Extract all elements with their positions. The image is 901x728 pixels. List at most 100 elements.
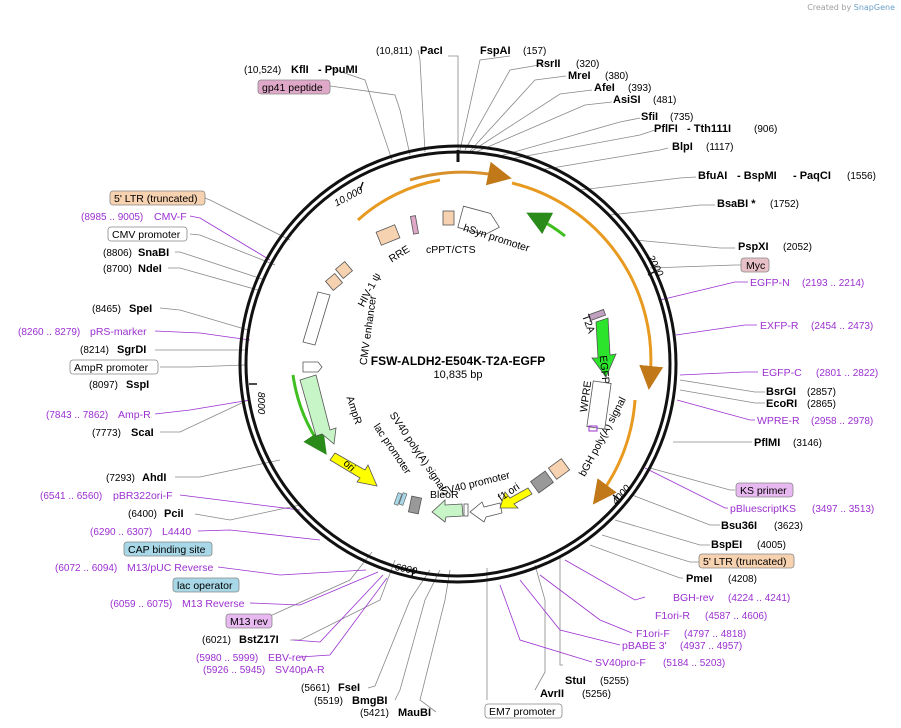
svg-text:EcoRI: EcoRI: [766, 398, 797, 410]
label-maubi: (5421) MauBI: [360, 707, 431, 719]
svg-text:(5980 .. 5999): (5980 .. 5999): [196, 653, 258, 664]
svg-text:CMV-F: CMV-F: [154, 211, 187, 223]
label-scai: (7773) ScaI: [92, 427, 154, 439]
svg-text:(2958 .. 2978): (2958 .. 2978): [811, 416, 873, 427]
label-bspei: BspEI (4005): [711, 539, 786, 551]
label-mrei: MreI (380): [568, 70, 628, 82]
svg-text:BstZ17I: BstZ17I: [239, 634, 279, 646]
svg-text:RsrII: RsrII: [536, 58, 560, 70]
orf-arcs: [356, 161, 664, 505]
svg-text:(2801 .. 2822): (2801 .. 2822): [816, 368, 878, 379]
label-egfp-c: EGFP-C (2801 .. 2822): [762, 367, 878, 379]
svg-text:SgrDI: SgrDI: [117, 344, 146, 356]
svg-text:- BspMI: - BspMI: [737, 170, 777, 182]
feature-wpre: WPRE: [578, 380, 612, 430]
svg-text:SfiI: SfiI: [641, 111, 658, 123]
label-cmv-promoter: CMV promoter: [107, 226, 188, 242]
svg-text:(5519): (5519): [314, 696, 343, 707]
svg-text:(1556): (1556): [847, 171, 876, 182]
svg-text:- PaqCI: - PaqCI: [793, 170, 831, 182]
label-ahdi: (7293) AhdI: [106, 472, 166, 484]
svg-text:5' LTR (truncated): 5' LTR (truncated): [703, 556, 787, 568]
label-em7-promoter: EM7 promoter: [484, 703, 563, 719]
label-5ltr-right: 5' LTR (truncated): [698, 553, 795, 569]
svg-text:(157): (157): [523, 46, 546, 57]
feature-purple-marker: [588, 425, 598, 432]
svg-text:(2052): (2052): [783, 242, 812, 253]
feature-gp41: [410, 215, 419, 235]
label-bsrgi: BsrGI (2857): [766, 386, 836, 398]
tick-8000: 8000: [255, 392, 266, 415]
green-orf-arc: [526, 212, 566, 238]
svg-text:(8260 .. 8279): (8260 .. 8279): [18, 327, 80, 338]
svg-text:Myc: Myc: [746, 260, 765, 272]
svg-text:PflMI: PflMI: [754, 437, 780, 449]
green-orf-arc-left: [291, 374, 327, 455]
label-pspxi: PspXI (2052): [738, 241, 812, 253]
label-ebv-rev: (5980 .. 5999) EBV-rev: [196, 652, 307, 664]
label-avrii: AvrII (5256): [540, 688, 611, 700]
svg-text:F1ori-R: F1ori-R: [655, 610, 690, 622]
label-bgh-rev: BGH-rev (4224 .. 4241): [673, 592, 790, 604]
svg-text:(6059 .. 6075): (6059 .. 6075): [110, 599, 172, 610]
label-wpre-r: WPRE-R (2958 .. 2978): [757, 415, 873, 427]
feature-f1ori: f1 ori: [496, 481, 533, 509]
svg-text:SV40pro-F: SV40pro-F: [595, 657, 646, 669]
svg-text:(2454 .. 2473): (2454 .. 2473): [811, 321, 873, 332]
svg-text:KflI: KflI: [291, 64, 309, 76]
svg-text:AhdI: AhdI: [142, 472, 166, 484]
snapgene-credit: Created by SnapGene: [807, 3, 895, 12]
svg-text:(6290 .. 6307): (6290 .. 6307): [90, 527, 152, 538]
svg-text:M13/pUC Reverse: M13/pUC Reverse: [127, 562, 214, 574]
label-fsei: (5661) FseI: [301, 682, 360, 694]
label-myc: Myc: [740, 257, 770, 273]
label-f1ori-f: F1ori-F (4797 .. 4818): [636, 628, 746, 640]
label-pcii: (6400) PciI: [128, 508, 184, 520]
svg-text:(10,524): (10,524): [244, 65, 281, 76]
svg-text:(7773): (7773): [92, 428, 121, 439]
svg-text:MreI: MreI: [568, 70, 591, 82]
svg-text:gp41 peptide: gp41 peptide: [262, 82, 323, 94]
svg-text:(481): (481): [653, 95, 676, 106]
label-pbr322ori-f: (6541 .. 6560) pBR322ori-F: [40, 490, 173, 502]
svg-text:(2193 .. 2214): (2193 .. 2214): [802, 278, 864, 289]
svg-text:BleoR: BleoR: [430, 489, 459, 501]
label-bstz17i: (6021) BstZ17I: [202, 634, 279, 646]
label-m13-rev-box: M13 rev: [225, 613, 273, 629]
svg-text:(8700): (8700): [103, 264, 132, 275]
svg-text:(4005): (4005): [757, 540, 786, 551]
label-cmv-f: (8985 .. 9005) CMV-F: [81, 211, 187, 223]
svg-text:WPRE-R: WPRE-R: [757, 415, 800, 427]
svg-text:SnaBI: SnaBI: [138, 247, 169, 259]
svg-text:PspXI: PspXI: [738, 241, 769, 253]
svg-text:(6400): (6400): [128, 509, 157, 520]
svg-text:Amp-R: Amp-R: [118, 409, 151, 421]
svg-text:(5421): (5421): [360, 708, 389, 719]
svg-text:pRS-marker: pRS-marker: [90, 326, 147, 338]
svg-text:(5256): (5256): [582, 689, 611, 700]
svg-text:SpeI: SpeI: [129, 303, 152, 315]
svg-text:(4224 .. 4241): (4224 .. 4241): [728, 593, 790, 604]
svg-text:PmeI: PmeI: [686, 573, 712, 585]
label-l4440: (6290 .. 6307) L4440: [90, 526, 191, 538]
primer-connectors: [154, 215, 758, 663]
svg-text:(2857): (2857): [807, 387, 836, 398]
label-pmei: PmeI (4208): [686, 573, 757, 585]
label-afei: AfeI (393): [594, 82, 651, 94]
label-asisi: AsiSI (481): [613, 94, 676, 106]
svg-text:M13 Reverse: M13 Reverse: [182, 598, 245, 610]
svg-text:BGH-rev: BGH-rev: [673, 592, 715, 604]
label-sv40pro-f: SV40pro-F (5184 .. 5203): [595, 657, 725, 669]
svg-text:(3623): (3623): [774, 521, 803, 532]
svg-text:- Tth111I: - Tth111I: [687, 123, 731, 135]
svg-text:AmpR promoter: AmpR promoter: [74, 362, 149, 374]
label-spei: (8465) SpeI: [92, 303, 152, 315]
label-sgrdi: (8214) SgrDI: [80, 344, 146, 356]
feature-ampr: AmpR: [299, 374, 364, 445]
svg-text:EGFP-N: EGFP-N: [750, 277, 790, 289]
svg-text:EBV-rev: EBV-rev: [268, 652, 307, 664]
label-egfp-n: EGFP-N (2193 .. 2214): [750, 277, 864, 289]
svg-text:(320): (320): [576, 59, 599, 70]
svg-text:(7293): (7293): [106, 473, 135, 484]
